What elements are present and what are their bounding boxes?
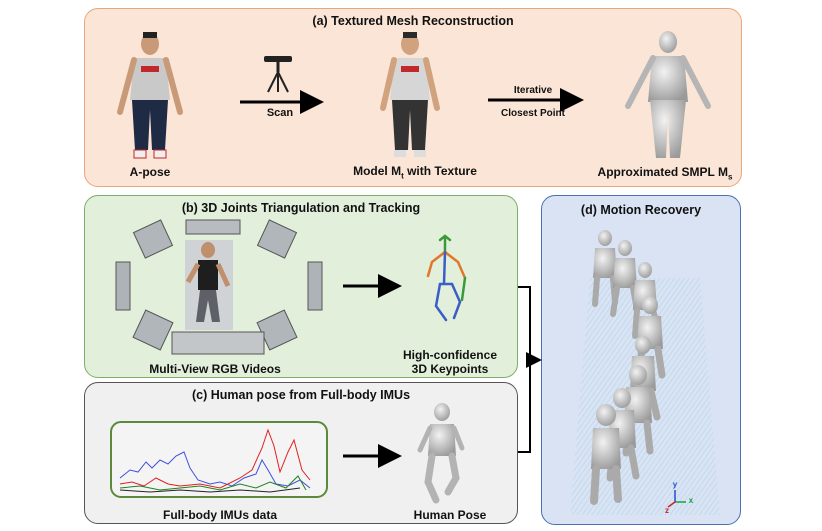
multiview-video-frames — [115, 219, 323, 355]
smpl-label-prefix: Approximated SMPL M — [597, 165, 728, 179]
panel-c-title: (c) Human pose from Full-body IMUs — [191, 388, 411, 402]
keypoints-skeleton — [426, 234, 467, 322]
textured-model-image — [380, 32, 440, 157]
panel-a-title: (a) Textured Mesh Reconstruction — [312, 14, 514, 28]
axis-x-label: x — [688, 496, 694, 505]
scanner-icon — [264, 56, 292, 93]
icp-label-1: Iterative — [513, 85, 553, 96]
apose-person-image — [117, 32, 183, 159]
panel-d-title: (d) Motion Recovery — [580, 203, 702, 217]
human-pose-label: Human Pose — [413, 508, 487, 522]
keypoints-label-1: High-confidence — [402, 348, 497, 362]
apose-label: A-pose — [129, 165, 171, 179]
smpl-label: Approximated SMPL Ms — [590, 165, 740, 181]
videos-label: Multi-View RGB Videos — [149, 362, 281, 376]
model-label-sub: t — [401, 171, 404, 181]
human-pose-figure — [417, 403, 465, 504]
keypoints-label-2: 3D Keypoints — [411, 362, 489, 376]
axis-y-label: y — [672, 480, 678, 489]
model-label-prefix: Model M — [353, 164, 402, 178]
motion-sequence-figures — [590, 230, 666, 505]
smpl-model-image — [625, 31, 711, 158]
model-label: Model Mt with Texture — [345, 164, 485, 180]
panel-b-title: (b) 3D Joints Triangulation and Tracking — [181, 201, 421, 215]
icp-label-2: Closest Point — [501, 108, 565, 119]
smpl-label-sub: s — [728, 172, 733, 182]
axis-z-label: z — [665, 506, 669, 515]
imu-signal-lines — [119, 428, 311, 493]
merge-connector — [518, 286, 542, 453]
imu-data-label: Full-body IMUs data — [163, 508, 277, 522]
scan-label: Scan — [266, 107, 294, 119]
axes-indicator — [667, 490, 686, 508]
model-label-suffix: with Texture — [403, 164, 477, 178]
